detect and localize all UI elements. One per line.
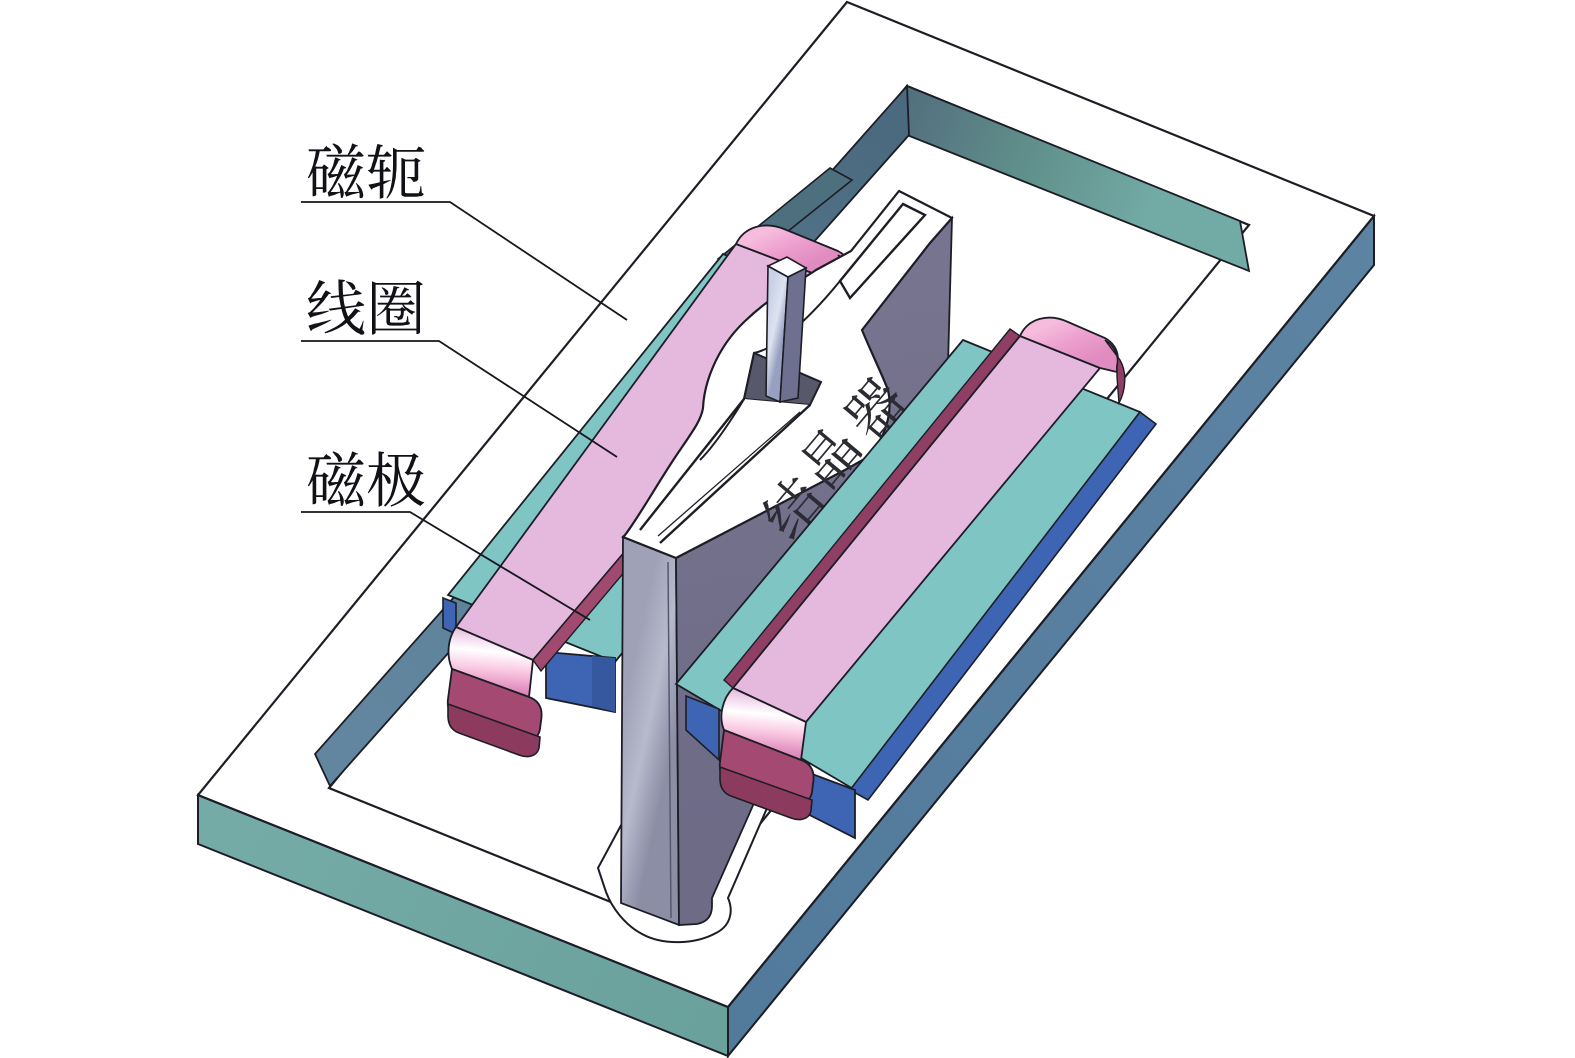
leader-yoke xyxy=(301,201,628,321)
label-coil: 线圈 xyxy=(307,279,423,335)
mold-slot-far xyxy=(838,202,927,301)
leader-pole xyxy=(301,511,591,621)
label-pole: 磁极 xyxy=(307,451,425,507)
mold-slot-near-r2 xyxy=(657,411,801,537)
nozzle-top-face xyxy=(766,256,808,278)
callouts xyxy=(301,201,628,621)
leader-coil xyxy=(301,340,618,458)
left-coil-front-lip xyxy=(447,702,541,758)
mold-flare-left-edge xyxy=(699,280,841,461)
mold-slot-near xyxy=(640,399,810,543)
mold-slot-near-l xyxy=(639,398,745,531)
label-yoke: 磁轭 xyxy=(307,143,425,199)
mold-slot-near-r xyxy=(659,404,811,544)
left-base-front-shade xyxy=(592,656,615,712)
right-coil-front-lip xyxy=(719,765,813,821)
mold-end-face-line xyxy=(667,561,672,919)
right-coil-far-maroon xyxy=(1104,339,1126,406)
right-pole-coil-assembly xyxy=(674,316,1158,840)
nozzle xyxy=(765,256,808,404)
right-base-side-left xyxy=(685,694,720,762)
right-base-side-right xyxy=(848,410,1158,802)
